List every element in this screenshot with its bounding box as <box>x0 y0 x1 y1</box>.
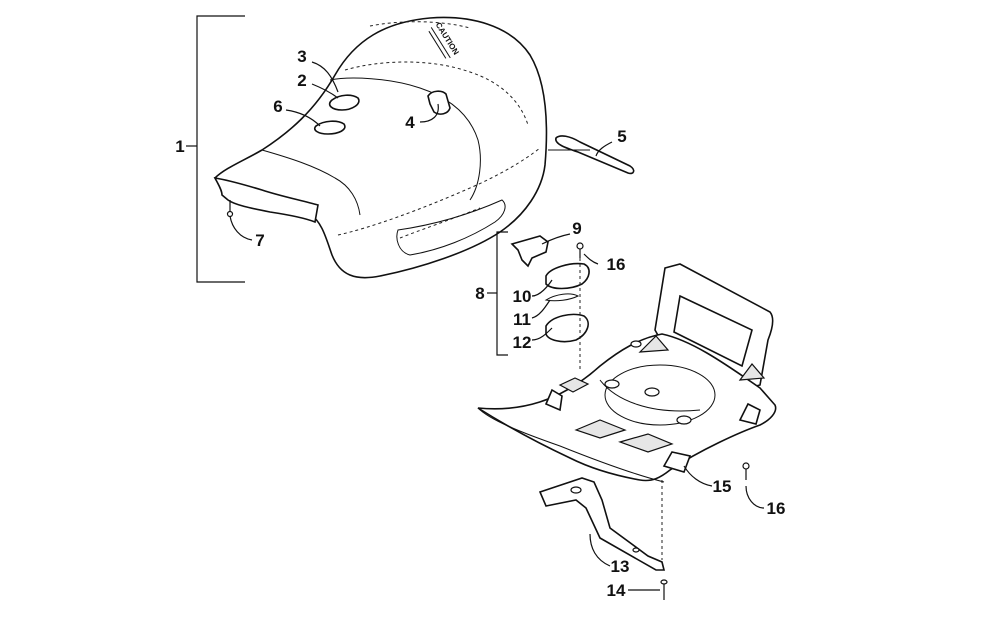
latch-clip-9 <box>510 235 549 268</box>
patch-2 <box>328 94 360 111</box>
pin-7 <box>226 200 234 218</box>
callout-15: 15 <box>713 477 732 496</box>
seat-pan <box>477 263 777 483</box>
mount-foot-right <box>738 402 761 425</box>
latch-plate-10 <box>545 262 590 290</box>
bracket-8 <box>487 231 508 356</box>
spring-11 <box>544 293 580 302</box>
callout-6: 6 <box>273 97 282 116</box>
latch-base-12 <box>545 313 589 343</box>
callout-12: 12 <box>513 333 532 352</box>
callout-10: 10 <box>513 287 532 306</box>
callout-7: 7 <box>255 231 264 250</box>
screw-16-bottom <box>742 462 750 480</box>
pin-14 <box>660 579 668 600</box>
hook-4 <box>427 90 451 115</box>
callout-2: 2 <box>297 71 306 90</box>
callout-16-bottom: 16 <box>767 499 786 518</box>
patch-6 <box>313 120 346 135</box>
callout-5: 5 <box>617 127 626 146</box>
screw-16-top <box>576 242 584 372</box>
callout-9: 9 <box>572 219 581 238</box>
callout-11: 11 <box>513 310 531 329</box>
callout-4: 4 <box>405 113 415 132</box>
callout-16-top: 16 <box>607 255 626 274</box>
strap-5 <box>555 135 635 175</box>
callout-8: 8 <box>475 284 484 303</box>
mount-bracket-13 <box>538 477 666 571</box>
callout-1: 1 <box>175 137 184 156</box>
mount-foot-front <box>662 451 692 473</box>
leader-lines <box>229 61 765 591</box>
callout-3: 3 <box>297 47 306 66</box>
bracket-1 <box>186 15 245 283</box>
callout-14: 14 <box>607 581 626 600</box>
seat: CAUTION <box>213 16 548 279</box>
mount-foot-left <box>544 388 563 412</box>
callout-13: 13 <box>611 557 630 576</box>
